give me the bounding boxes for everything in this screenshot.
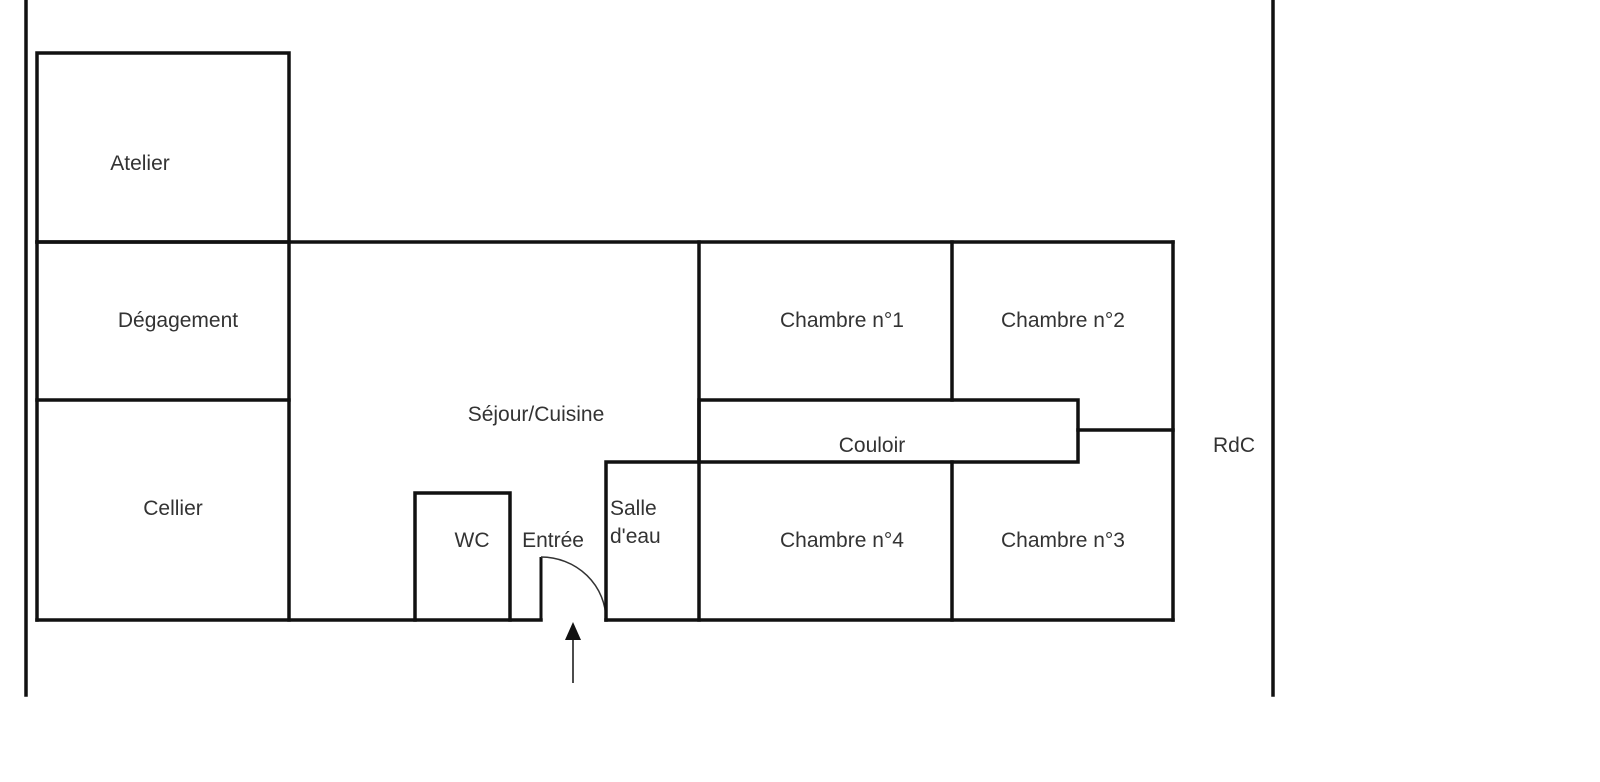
room-label-entree: Entrée bbox=[522, 529, 584, 552]
wc-wall bbox=[413, 491, 512, 622]
room-label-atelier: Atelier bbox=[110, 152, 170, 175]
room-label-couloir: Couloir bbox=[839, 434, 906, 457]
walls bbox=[35, 51, 1175, 622]
atelier-wall bbox=[35, 51, 291, 244]
room-label-salle-eau-line2: d'eau bbox=[610, 525, 661, 548]
door-swing-arc bbox=[540, 556, 607, 621]
frame bbox=[24, 0, 1275, 697]
room-label-sejour-cuisine: Séjour/Cuisine bbox=[468, 403, 605, 426]
room-label-chambre-4: Chambre n°4 bbox=[780, 529, 904, 552]
level-label: RdC bbox=[1213, 434, 1255, 457]
room-label-salle-eau-line1: Salle bbox=[610, 497, 657, 520]
room-label-chambre-3: Chambre n°3 bbox=[1001, 529, 1125, 552]
room-label-chambre-2: Chambre n°2 bbox=[1001, 309, 1125, 332]
room-label-degagement: Dégagement bbox=[118, 309, 238, 332]
salle-eau-wall bbox=[604, 460, 701, 622]
entrance-arrow-icon bbox=[565, 622, 581, 683]
room-label-chambre-1: Chambre n°1 bbox=[780, 309, 904, 332]
room-labels: Atelier Dégagement Cellier Séjour/Cuisin… bbox=[110, 152, 1255, 552]
room-label-wc: WC bbox=[455, 529, 490, 552]
room-label-cellier: Cellier bbox=[143, 497, 203, 520]
